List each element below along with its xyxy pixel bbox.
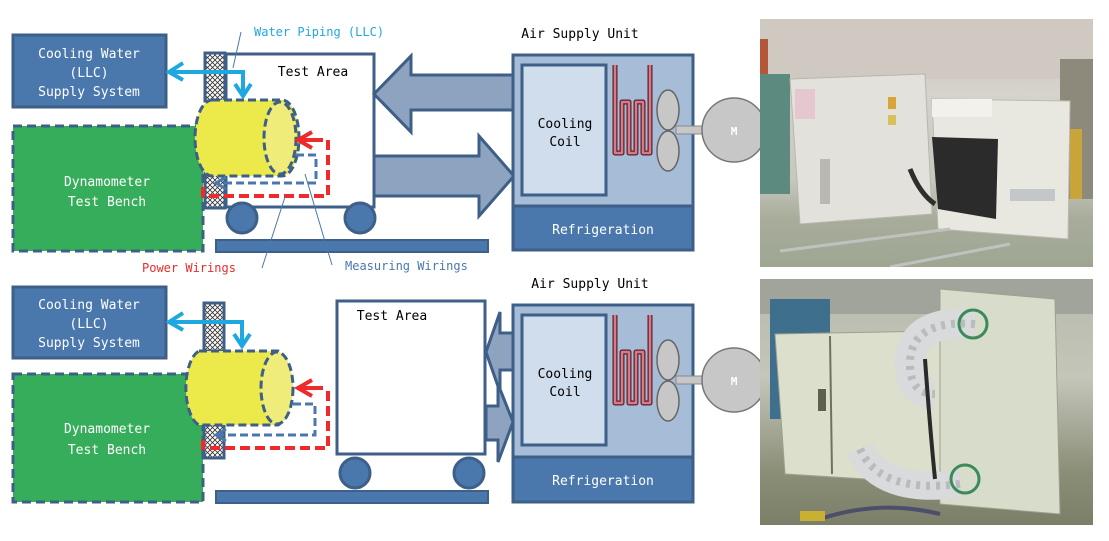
motor-icon: M	[701, 347, 760, 413]
dyno-line1: Dynamometer	[64, 422, 150, 437]
dynamometer-test-bench: Dynamometer Test Bench	[11, 372, 205, 504]
wall-hatch-lower	[202, 422, 226, 460]
cooling-water-line1: Cooling Water	[38, 47, 140, 62]
test-area-label: Test Area	[278, 65, 348, 80]
air-return-arrow	[371, 52, 515, 136]
cooling-water-supply-box: Cooling Water (LLC) Supply System	[11, 285, 168, 360]
power-wirings-leader	[261, 196, 286, 269]
motor-cylinder	[193, 98, 301, 178]
dyno-line2: Test Bench	[68, 443, 146, 458]
wheel-left	[225, 201, 259, 235]
photo-bottom-drawing	[760, 279, 1093, 521]
bottom-diagram: Cooling Water (LLC) Supply System Dynamo…	[11, 277, 760, 504]
test-area-label: Test Area	[357, 309, 427, 324]
wheel-left	[338, 456, 372, 490]
dyno-line2: Test Bench	[68, 195, 146, 210]
motor-label: M	[731, 125, 738, 138]
water-piping-label: Water Piping (LLC)	[254, 25, 384, 39]
power-wirings-label: Power Wirings	[142, 261, 236, 275]
measuring-wirings-leader	[304, 173, 333, 266]
air-supply-arrow	[484, 383, 515, 463]
air-supply-unit-label: Air Supply Unit	[521, 27, 638, 42]
air-supply-unit-label: Air Supply Unit	[531, 277, 648, 292]
cooling-water-supply-box: Cooling Water (LLC) Supply System	[11, 33, 168, 109]
power-wiring	[201, 130, 330, 198]
water-piping-arrows	[165, 311, 252, 350]
cooling-water-line3: Supply System	[38, 85, 140, 100]
cooling-water-line1: Cooling Water	[38, 298, 140, 313]
cooling-coil-line2: Coil	[549, 385, 580, 400]
measuring-wiring	[213, 153, 318, 191]
photo-top-drawing	[760, 19, 1093, 267]
refrigeration-label: Refrigeration	[552, 223, 654, 238]
air-supply-arrow	[372, 132, 516, 220]
motor-cylinder	[184, 349, 295, 427]
water-piping-arrows	[165, 61, 253, 100]
top-diagram: Cooling Water (LLC) Supply System Dynamo…	[11, 25, 760, 275]
fan-icon	[656, 89, 707, 172]
wall-hatch-upper	[203, 51, 227, 103]
measuring-wirings-label: Measuring Wirings	[345, 259, 468, 273]
motor-icon: M	[701, 97, 760, 163]
photo-bottom	[760, 279, 1093, 525]
photo-top	[760, 19, 1093, 267]
dyno-line1: Dynamometer	[64, 175, 150, 190]
dynamometer-test-bench: Dynamometer Test Bench	[11, 124, 205, 253]
rail	[215, 490, 489, 504]
refrigeration-label: Refrigeration	[552, 474, 654, 489]
cooling-coil-line1: Cooling	[538, 117, 593, 132]
rail	[215, 239, 489, 253]
air-return-arrow	[484, 311, 515, 393]
air-supply-unit: Cooling Coil Refrigeration	[511, 53, 695, 252]
wheel-right	[452, 456, 486, 490]
motor-label: M	[731, 375, 738, 388]
wheel-right	[343, 201, 377, 235]
cooling-coil-line1: Cooling	[538, 367, 593, 382]
cooling-coil-line2: Coil	[549, 135, 580, 150]
cooling-water-line2: (LLC)	[69, 66, 108, 81]
cooling-water-line2: (LLC)	[69, 317, 108, 332]
measuring-wiring	[213, 402, 317, 443]
test-area-box: Test Area	[335, 299, 487, 456]
power-wiring	[201, 378, 330, 450]
cooling-water-line3: Supply System	[38, 336, 140, 351]
water-piping-leader	[232, 31, 242, 69]
wall-hatch-upper	[202, 301, 226, 353]
